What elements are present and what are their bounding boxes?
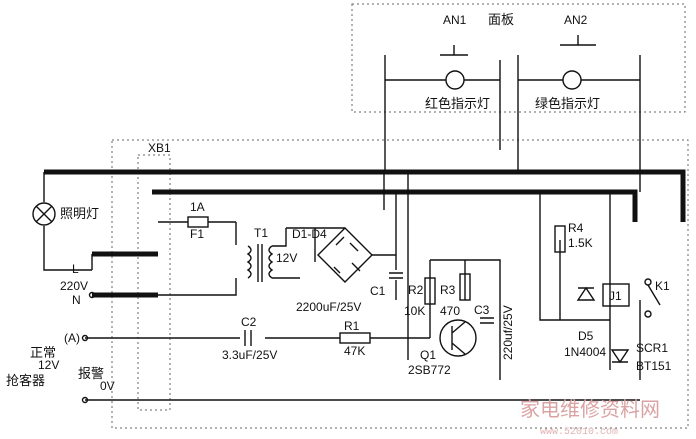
robber-label: 抢客器 bbox=[6, 373, 45, 389]
green-lamp-label: 绿色指示灯 bbox=[535, 96, 600, 112]
r3-ref-label: R3 bbox=[440, 283, 456, 297]
resistor-r2-icon bbox=[424, 277, 436, 305]
watermark-text: 家电维修资料网 bbox=[520, 397, 660, 421]
c2-ref-label: C2 bbox=[241, 315, 257, 329]
relay-contact-k1-icon bbox=[644, 278, 661, 318]
capacitor-c2-icon bbox=[244, 330, 252, 346]
panel-box bbox=[351, 3, 686, 113]
lighting-lamp-label: 照明灯 bbox=[60, 207, 99, 222]
watermark-url: www.52010.com bbox=[540, 427, 618, 438]
mains-voltage-label: 220V bbox=[60, 279, 88, 293]
transistor-q1-icon bbox=[439, 319, 477, 357]
alarm-voltage-label: 0V bbox=[100, 379, 115, 393]
resistor-r4-icon bbox=[554, 225, 566, 253]
bridge-rectifier-icon bbox=[286, 227, 396, 283]
transformer-label: T1 bbox=[254, 226, 268, 240]
an1-label: AN1 bbox=[443, 13, 467, 27]
red-lamp-label: 红色指示灯 bbox=[425, 96, 490, 112]
panel-an2-switch-icon bbox=[517, 35, 641, 192]
normal-label: 正常 bbox=[30, 346, 56, 361]
r3-value-label: 470 bbox=[440, 304, 460, 318]
capacitor-c1-icon bbox=[389, 192, 403, 300]
r2-ref-label: R2 bbox=[408, 283, 424, 297]
q1-value-label: 2SB772 bbox=[408, 363, 451, 377]
bridge-label: D1-D4 bbox=[292, 227, 327, 241]
lighting-lamp-icon bbox=[32, 172, 92, 271]
mains-n-label: N bbox=[72, 293, 81, 307]
panel-an1-switch-icon bbox=[384, 45, 501, 172]
xb1-label: XB1 bbox=[148, 141, 171, 155]
c2-value-label: 3.3uF/25V bbox=[222, 348, 277, 362]
scr-value-label: BT151 bbox=[636, 359, 672, 373]
terminal-a-label: (A) bbox=[64, 331, 80, 345]
d5-ref-label: D5 bbox=[578, 329, 594, 343]
q1-ref-label: Q1 bbox=[420, 348, 436, 362]
scr-ref-label: SCR1 bbox=[636, 341, 668, 355]
transformer-t1-icon bbox=[158, 222, 300, 296]
r2-value-label: 10K bbox=[404, 304, 425, 318]
alarm-label: 报警 bbox=[78, 366, 104, 382]
c1-value-label: 2200uF/25V bbox=[296, 300, 361, 314]
r1-value-label: 47K bbox=[344, 344, 365, 358]
k1-label: K1 bbox=[655, 279, 670, 293]
resistor-r3-icon bbox=[459, 273, 471, 301]
d5-value-label: 1N4004 bbox=[564, 345, 606, 359]
capacitor-c3-icon bbox=[480, 317, 494, 324]
terminal-a-icon bbox=[81, 334, 89, 342]
r1-ref-label: R1 bbox=[344, 319, 360, 333]
mains-l-label: L bbox=[72, 262, 79, 276]
scr-scr1-icon bbox=[610, 349, 630, 364]
c3-value-label: 220uf/25V bbox=[501, 305, 515, 360]
board-box bbox=[111, 139, 689, 429]
fuse-ref-label: F1 bbox=[190, 227, 204, 241]
c1-ref-label: C1 bbox=[370, 284, 386, 298]
fuse-f1 bbox=[158, 216, 236, 228]
relay-j1-icon bbox=[602, 283, 630, 307]
xb1-terminal-block bbox=[137, 154, 171, 411]
power-bus bbox=[44, 169, 686, 298]
r4-value-label: 1.5K bbox=[568, 236, 593, 250]
c3-ref-label: C3 bbox=[474, 303, 490, 317]
panel-title: 面板 bbox=[488, 13, 514, 28]
r4-ref-label: R4 bbox=[568, 221, 584, 235]
diode-d5-icon bbox=[576, 286, 596, 301]
tx-secondary-label: 12V bbox=[276, 251, 297, 265]
an2-label: AN2 bbox=[564, 13, 588, 27]
relay-label: J1 bbox=[609, 289, 622, 303]
resistor-r1-icon bbox=[339, 332, 371, 344]
normal-voltage-label: 12V bbox=[38, 358, 59, 372]
fuse-rating-label: 1A bbox=[190, 200, 205, 214]
